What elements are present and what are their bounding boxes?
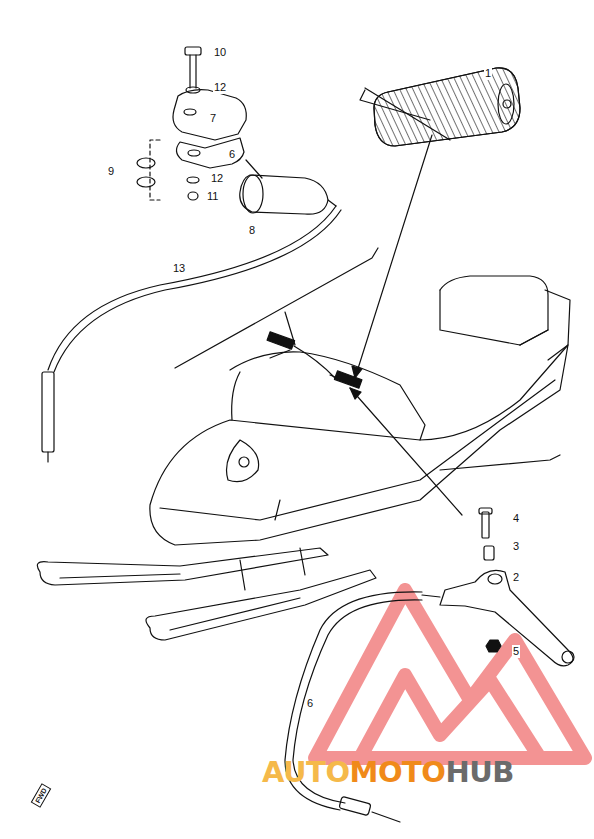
callout-number: 3 xyxy=(512,540,520,553)
callout-number: 2 xyxy=(512,571,520,584)
callout-number: 6 xyxy=(228,148,236,161)
callout-number: 13 xyxy=(172,262,186,275)
callout-number: 4 xyxy=(512,512,520,525)
grip xyxy=(360,68,520,146)
callout-number: 12 xyxy=(213,81,227,94)
bracket-assembly xyxy=(137,47,246,200)
cable xyxy=(42,206,341,462)
direction-mark: FWD xyxy=(31,783,52,808)
throttle-housing xyxy=(240,160,336,214)
watermark-logo xyxy=(315,590,585,758)
callout-number: 6 xyxy=(306,697,314,710)
callout-number: 7 xyxy=(209,112,217,125)
watermark-text: AUTO xyxy=(262,758,350,787)
callout-number: 8 xyxy=(248,224,256,237)
watermark-text: HUB xyxy=(446,758,514,787)
callout-number: 9 xyxy=(107,165,115,178)
callout-number: 12 xyxy=(210,172,224,185)
snowmobile xyxy=(37,276,570,640)
callout-number: 10 xyxy=(213,46,227,59)
watermark-text: MOTO xyxy=(350,758,446,787)
callout-number: 1 xyxy=(484,67,492,80)
frame-lines xyxy=(175,88,560,515)
callout-number: 5 xyxy=(512,645,520,658)
callout-number: 11 xyxy=(206,190,219,203)
